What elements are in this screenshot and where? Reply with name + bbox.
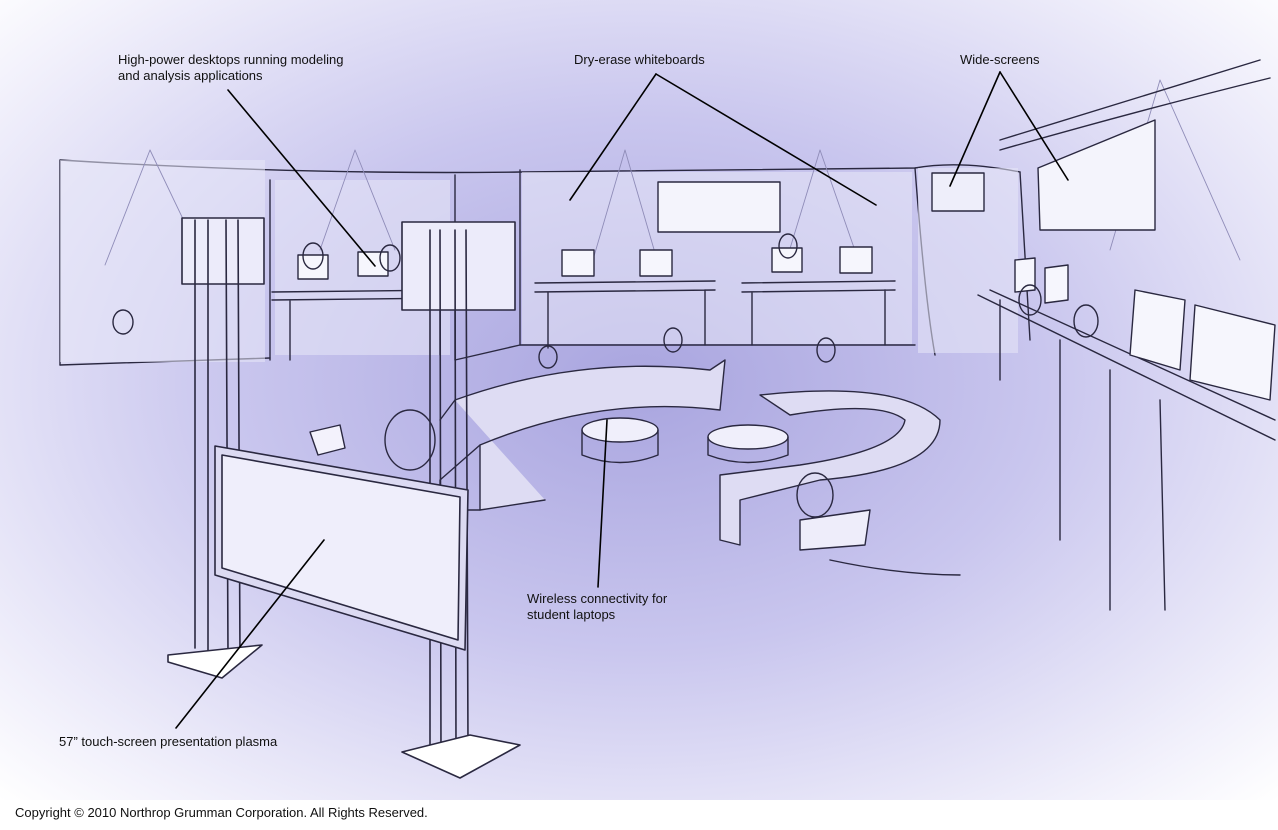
student-figures (112, 233, 1099, 576)
widescreens-annotation: Wide-screens (960, 52, 1040, 67)
wireless-annotation: Wireless connectivity for student laptop… (527, 591, 668, 622)
whiteboard (657, 181, 781, 233)
wide-screen-large (1037, 119, 1156, 231)
wide-screen-small (931, 172, 985, 212)
desktops-annotation: High-power desktops running modeling and… (118, 52, 344, 83)
plasma-stands (167, 217, 521, 779)
ceiling-beam (999, 59, 1271, 151)
copyright-notice: Copyright © 2010 Northrop Grumman Corpor… (15, 805, 428, 820)
lounge-seating (439, 359, 941, 546)
classroom-sketch (59, 59, 1276, 779)
callout-lines (175, 71, 1069, 729)
sketch-illustration: High-power desktops running modeling and… (0, 0, 1278, 800)
plasma-annotation: 57” touch-screen presentation plasma (59, 734, 278, 749)
right-desk-row (977, 257, 1276, 611)
whiteboards-annotation: Dry-erase whiteboards (574, 52, 705, 67)
desk-rows (271, 246, 896, 361)
